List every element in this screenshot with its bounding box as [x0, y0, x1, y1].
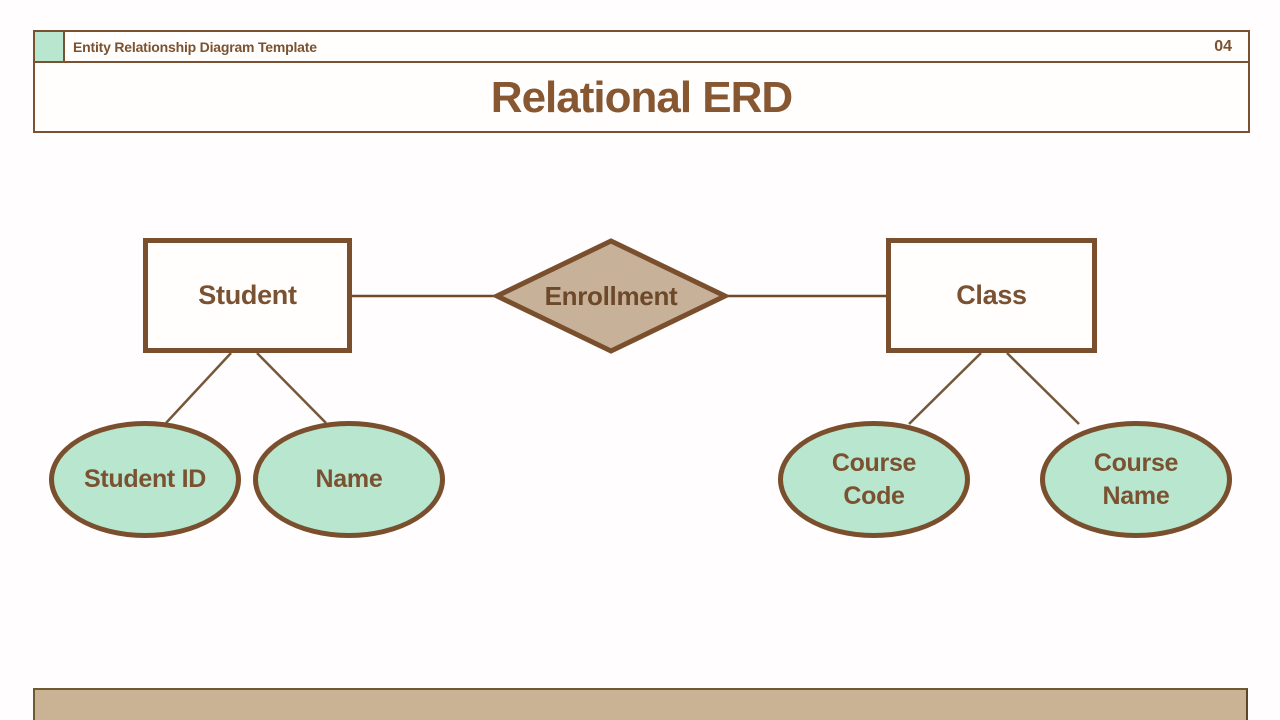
- attribute-name-label: Name: [315, 465, 383, 494]
- attribute-course-name: Course Name: [1040, 421, 1232, 538]
- relationship-enrollment: Enrollment: [497, 241, 725, 351]
- page-number: 04: [1214, 37, 1232, 55]
- attribute-name: Name: [253, 421, 445, 538]
- header-strip: Entity Relationship Diagram Template 04: [35, 32, 1248, 63]
- entity-student: Student: [143, 238, 352, 353]
- slide-title: Relational ERD: [490, 73, 793, 122]
- entity-student-label: Student: [198, 280, 297, 310]
- attribute-student-id: Student ID: [49, 421, 241, 538]
- connector-student-name: [256, 352, 327, 424]
- connector-class-coursename: [1006, 352, 1080, 425]
- connector-student-studentid: [165, 352, 232, 424]
- entity-class: Class: [886, 238, 1097, 353]
- template-label: Entity Relationship Diagram Template: [73, 38, 317, 55]
- entity-class-label: Class: [956, 280, 1027, 310]
- bottom-accent-bar: [33, 688, 1248, 720]
- slide-header: Entity Relationship Diagram Template 04 …: [33, 30, 1250, 133]
- connector-class-coursecode: [908, 352, 982, 425]
- attribute-course-code: Course Code: [778, 421, 970, 538]
- relationship-enrollment-label: Enrollment: [544, 280, 678, 311]
- attribute-course-code-label: Course Code: [831, 449, 917, 510]
- accent-square: [35, 32, 65, 61]
- attribute-student-id-label: Student ID: [84, 465, 206, 494]
- attribute-course-name-label: Course Name: [1093, 449, 1179, 510]
